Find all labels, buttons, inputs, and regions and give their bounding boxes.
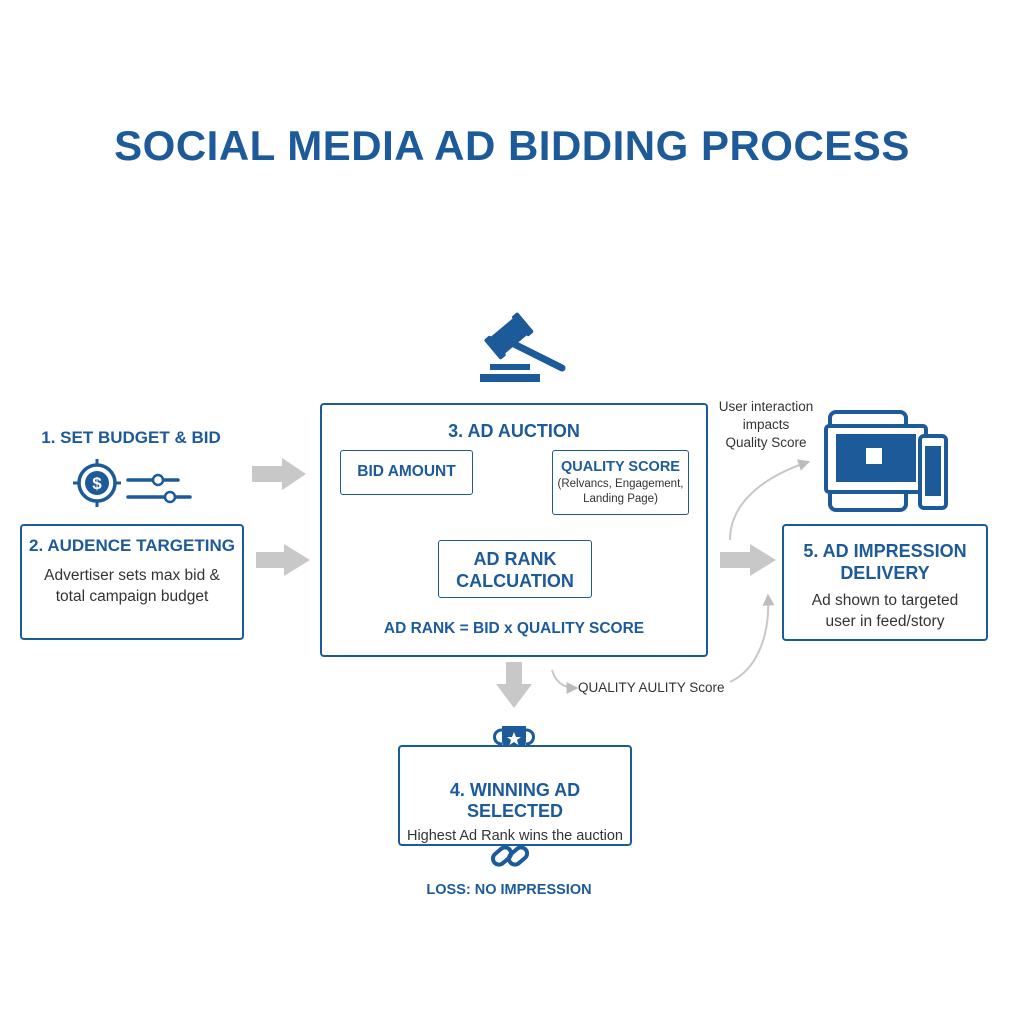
step4-heading: 4. WINNING AD SELECTED (449, 780, 581, 821)
step1-heading: 1. SET BUDGET & BID (41, 428, 221, 447)
step2-box: 2. AUDENCE TARGETING Advertiser sets max… (20, 524, 244, 640)
dollar-target-icon: $ (73, 459, 121, 507)
step4-box: 4. WINNING AD SELECTED Highest Ad Rank w… (398, 745, 632, 846)
step5-line1: Ad shown to targeted (811, 592, 959, 609)
ad-rank-box: AD RANK CALCUATION (438, 540, 592, 598)
ad-rank-label-2: CALCUATION (456, 571, 574, 591)
bid-amount-label: BID AMOUNT (357, 463, 456, 480)
svg-text:$: $ (92, 474, 102, 493)
feedback-line3: Quality Score (725, 435, 807, 450)
arrow-auction-to-winning (496, 662, 532, 708)
step5-line2: user in feed/story (825, 613, 945, 630)
quality-score-detail-2: Landing Page) (583, 493, 658, 505)
ad-rank-label-1: AD RANK (473, 549, 557, 569)
auction-heading: 3. AD AUCTION (448, 421, 580, 441)
quality-score-label: QUALITY SCORE (561, 459, 680, 475)
page-title: SOCIAL MEDIA AD BIDDING PROCESS (114, 122, 910, 169)
auction-box: 3. AD AUCTION (320, 403, 708, 657)
feedback-line2: impacts (742, 417, 790, 432)
devices-icon (824, 410, 948, 512)
quality-score-box: QUALITY SCORE (Relvancs, Engagement, Lan… (552, 450, 689, 515)
step2-heading: 2. AUDENCE TARGETING (29, 536, 235, 555)
quality-score-detail-1: (Relvancs, Engagement, (557, 478, 684, 490)
step2-line1: Advertiser sets max bid & (44, 567, 220, 584)
quality-loop-label: QUALITY AULITY Score (578, 680, 725, 695)
sliders-icon (126, 473, 192, 504)
arrow-auction-to-delivery (720, 544, 776, 576)
loss-label: LOSS: NO IMPRESSION (426, 882, 592, 898)
feedback-line1: User interaction (718, 399, 814, 414)
ad-rank-formula: AD RANK = BID x QUALITY SCORE (383, 620, 645, 637)
step5-heading-2: DELIVERY (840, 563, 930, 583)
step2-line2: total campaign budget (55, 588, 209, 605)
step5-heading-1: 5. AD IMPRESSION (803, 541, 967, 561)
arrow-step2-to-auction (256, 544, 310, 576)
bid-amount-box: BID AMOUNT (340, 450, 473, 495)
curve-quality-loop (551, 669, 579, 694)
broken-link-icon (490, 845, 530, 867)
arrow-step1-to-auction (252, 458, 306, 490)
step4-body: Highest Ad Rank wins the auction (406, 828, 623, 844)
step5-box: 5. AD IMPRESSION DELIVERY Ad shown to ta… (782, 524, 988, 641)
curve-loop-to-delivery (729, 593, 775, 683)
gavel-icon (480, 312, 566, 382)
